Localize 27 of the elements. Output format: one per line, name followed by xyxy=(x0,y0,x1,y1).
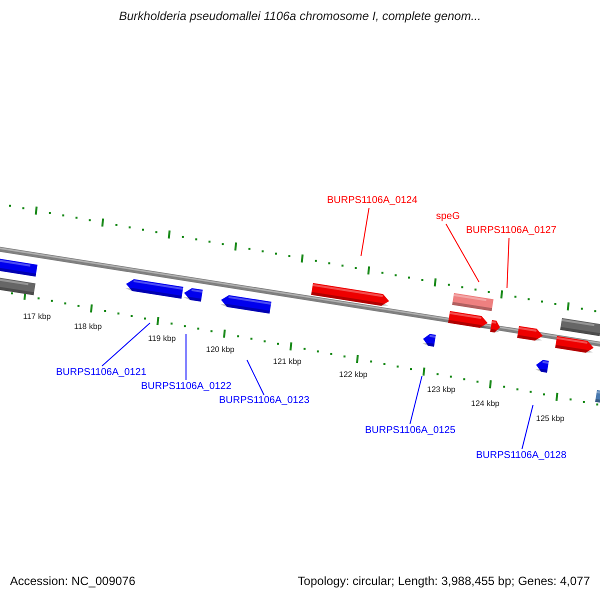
leader-line xyxy=(410,376,422,424)
leader-line xyxy=(506,238,510,288)
scale-label: 119 kbp xyxy=(148,334,176,344)
gene-label: BURPS1106A_0123 xyxy=(219,395,310,407)
scale-label: 123 kbp xyxy=(427,385,456,395)
scale-label: 121 kbp xyxy=(273,357,302,367)
scale-label: 124 kbp xyxy=(471,399,500,409)
gene-label: BURPS1106A_0122 xyxy=(141,381,232,393)
scale-label: 117 kbp xyxy=(23,312,51,322)
scale-label: 125 kbp xyxy=(536,414,564,424)
gene-label: BURPS1106A_0125 xyxy=(365,425,456,437)
topology-text: Topology: circular; Length: 3,988,455 bp; Genes: 4,077 xyxy=(298,574,590,588)
accession-text: Accession: NC_009076 xyxy=(10,574,136,588)
gene-label: BURPS1106A_0128 xyxy=(476,450,566,462)
title: Burkholderia pseudomallei 1106a chromosome I, complete genom... xyxy=(118,9,482,23)
scale-label: 118 kbp xyxy=(74,322,102,332)
scale-label: 120 kbp xyxy=(206,345,234,355)
leader-line xyxy=(102,322,150,366)
leader-line xyxy=(446,224,480,282)
gene-label: BURPS1106A_0121 xyxy=(56,367,146,379)
scale-label: 122 kbp xyxy=(339,370,368,380)
gene-label: speG xyxy=(436,211,460,223)
leader-line xyxy=(246,360,264,396)
leader-line xyxy=(360,208,370,256)
leader-line xyxy=(522,404,534,450)
gene-label: BURPS1106A_0124 xyxy=(327,195,418,207)
gene-label: BURPS1106A_0127 xyxy=(466,225,556,237)
